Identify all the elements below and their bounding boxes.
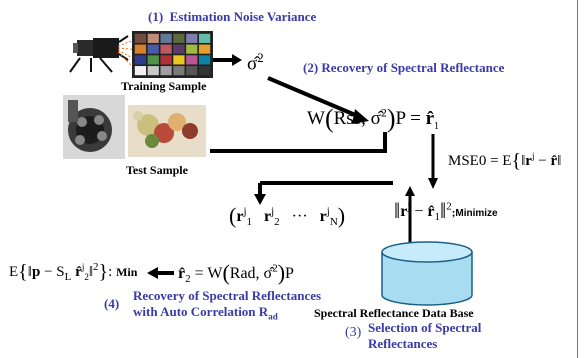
color-checker-patch bbox=[160, 66, 172, 76]
step-4-number: (4) bbox=[104, 296, 120, 311]
step-3-label: Selection of Spectral Reflectances bbox=[368, 320, 482, 351]
color-checker-patch bbox=[186, 44, 198, 54]
color-checker-patch bbox=[173, 33, 185, 43]
color-checker-patch bbox=[160, 33, 172, 43]
test-sample-label: Test Sample bbox=[126, 163, 188, 177]
color-checker-patch bbox=[198, 44, 211, 54]
color-checker-patch bbox=[186, 66, 198, 76]
database-label: Spectral Reflectance Data Base bbox=[314, 306, 474, 320]
color-checker-patch bbox=[147, 55, 159, 65]
color-checker-patch bbox=[134, 44, 147, 54]
test-sample-photo-dark bbox=[63, 95, 125, 159]
color-checker-patch bbox=[198, 33, 211, 43]
arrow-minimize-to-rlist bbox=[254, 181, 393, 205]
color-checker-patch bbox=[198, 55, 211, 65]
color-checker-patch bbox=[186, 33, 198, 43]
database-cylinder bbox=[381, 241, 473, 306]
arrow-r2-to-min bbox=[147, 267, 174, 279]
color-checker-chart bbox=[132, 31, 213, 78]
color-checker-patch bbox=[186, 55, 198, 65]
color-checker-patch bbox=[160, 55, 172, 65]
color-checker-patch bbox=[160, 44, 172, 54]
color-checker-patch bbox=[173, 55, 185, 65]
step-3-number: (3) bbox=[345, 325, 362, 340]
training-sample-label: Training Sample bbox=[121, 79, 207, 93]
color-checker-patch bbox=[198, 66, 211, 76]
color-checker-patch bbox=[134, 33, 147, 43]
color-checker-patch bbox=[147, 66, 159, 76]
step-1-label: (1) Estimation Noise Variance bbox=[148, 9, 317, 24]
minimize-norm-expression: ‖rj − r̂1‖2;Minimize bbox=[394, 198, 498, 224]
page-right-border bbox=[577, 0, 578, 358]
wiener-equation-2: r̂2 = W(Rad, σ̂2)P bbox=[178, 260, 294, 286]
arrow-sigma-to-wiener bbox=[267, 76, 369, 124]
mse-equation: MSE0 = E{‖rj − r̂‖ bbox=[448, 150, 562, 172]
step-2-label: (2) Recovery of Spectral Reflectance bbox=[303, 60, 505, 75]
wiener-equation-1: W(Rss, σ̂2)P = r̂1 bbox=[307, 104, 439, 133]
arrow-database-to-minimize bbox=[405, 186, 415, 244]
color-checker-patch bbox=[173, 44, 185, 54]
color-checker-patch bbox=[134, 55, 147, 65]
step-4-label: Recovery of Spectral Reflectances with A… bbox=[133, 288, 322, 322]
color-checker-patch bbox=[147, 44, 159, 54]
arrow-training-to-sigma bbox=[213, 54, 242, 66]
color-checker-patch bbox=[147, 33, 159, 43]
color-checker-patch bbox=[134, 66, 147, 76]
selected-reflectances: (rj1 rj2 ··· rjN) bbox=[229, 203, 346, 229]
noise-variance-symbol: σ̂2 bbox=[247, 50, 264, 75]
arrow-r1-to-minimize bbox=[428, 134, 438, 189]
camera-icon bbox=[69, 35, 129, 73]
page-right-margin bbox=[577, 0, 584, 358]
color-checker-patch bbox=[173, 66, 185, 76]
final-min-expression: E{‖p − SL r̂j2‖2}: Min bbox=[9, 261, 138, 283]
test-sample-photo-flowers bbox=[128, 105, 206, 157]
